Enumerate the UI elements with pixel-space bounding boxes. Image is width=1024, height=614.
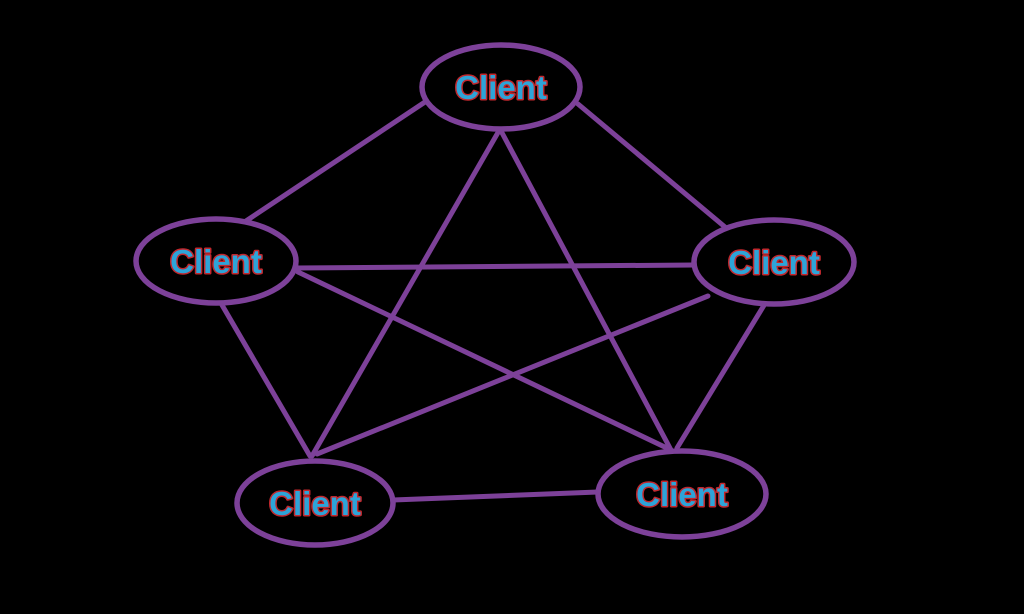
node-ellipse-top (419, 42, 583, 132)
node-ellipse-right (691, 217, 857, 307)
node-client-top: Client (419, 42, 583, 132)
edge-top-to-bottom-right (497, 126, 674, 453)
node-label-bottom-left: Client (269, 485, 361, 522)
edge-bottom-left-to-bottom-right (390, 489, 601, 503)
node-client-left: Client (133, 216, 299, 306)
edge-top-to-bottom-left (309, 126, 503, 459)
edge-left-to-bottom-left (219, 302, 313, 459)
node-label-right: Client (728, 244, 820, 281)
edge-right-to-bottom-left (314, 293, 711, 457)
node-label-left: Client (170, 243, 262, 280)
node-client-bottom-left: Client (234, 458, 396, 548)
node-ellipse-bottom-left (234, 458, 396, 548)
edge-right-to-bottom-right (674, 299, 769, 451)
edge-left-to-right (293, 262, 697, 271)
node-ellipse-left (133, 216, 299, 306)
node-client-bottom-right: Client (595, 448, 769, 540)
node-ellipse-bottom-right (595, 448, 769, 540)
edge-left-to-bottom-right (295, 269, 674, 453)
node-client-right: Client (691, 217, 857, 307)
edge-top-to-left (243, 97, 431, 224)
node-label-top: Client (455, 69, 547, 106)
edge-top-to-right (575, 101, 728, 230)
node-label-bottom-right: Client (636, 476, 728, 513)
